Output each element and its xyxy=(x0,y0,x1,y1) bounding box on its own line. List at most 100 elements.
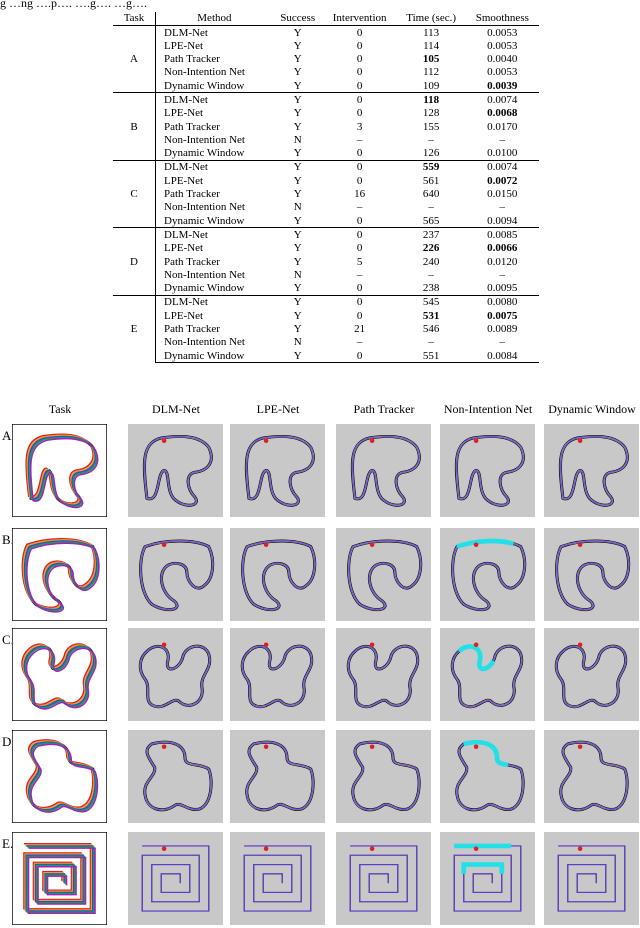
header-intervention: Intervention xyxy=(322,12,397,26)
trajectory-image xyxy=(230,628,325,721)
method-cell: Dynamic Window xyxy=(164,79,245,92)
smooth-cell: 0.0040 xyxy=(487,53,518,66)
trajectory-image xyxy=(336,628,431,721)
start-marker xyxy=(263,438,269,443)
start-marker xyxy=(473,744,479,749)
method-cell: Path Tracker xyxy=(164,120,220,133)
trajectory-panel xyxy=(544,424,639,517)
figure-row-label: B. xyxy=(2,532,14,547)
intervention-cell: 0 xyxy=(322,349,397,364)
time-cell: 561 xyxy=(422,174,440,187)
smooth-cell: 0.0094 xyxy=(487,214,518,227)
task-map-image xyxy=(12,628,107,721)
task-map-image xyxy=(12,528,107,621)
trajectory-panel xyxy=(440,424,535,517)
method-cell: Non-Intention Net xyxy=(164,268,245,281)
smooth-cell: 0.0095 xyxy=(487,282,518,295)
success-cell: Y xyxy=(293,214,302,227)
time-cell: 545 xyxy=(396,294,466,310)
smooth-cell: 0.0150 xyxy=(487,188,518,201)
success-cell: Y xyxy=(272,159,323,175)
intervention-cell: 0 xyxy=(322,25,397,40)
smooth-cell: – xyxy=(499,336,506,349)
trajectory-panel xyxy=(544,628,639,721)
intervention-cell: 0 xyxy=(356,66,363,79)
start-marker xyxy=(161,744,167,749)
start-marker xyxy=(161,846,167,851)
trajectory-image xyxy=(128,730,223,823)
header-smoothness: Smoothness xyxy=(465,12,539,26)
smooth-cell: 0.0068 xyxy=(487,107,518,120)
table-header-row: Task Method Success Intervention Time (s… xyxy=(113,12,539,26)
trajectory-panel xyxy=(544,528,639,621)
start-marker xyxy=(263,744,269,749)
trajectory-panel xyxy=(128,832,223,925)
intervention-cell: – xyxy=(356,268,363,281)
trajectory-image xyxy=(544,628,639,721)
start-marker xyxy=(473,846,479,851)
trajectory-panel xyxy=(440,528,535,621)
method-cell: LPE-Net xyxy=(164,242,204,255)
time-cell: 237 xyxy=(396,227,466,242)
trajectory-image xyxy=(440,528,535,621)
trajectory-image xyxy=(544,528,639,621)
method-cell: Non-Intention Net xyxy=(164,336,245,349)
smooth-cell: 0.0053 xyxy=(465,25,539,40)
time-cell: 126 xyxy=(422,147,440,160)
time-cell: – xyxy=(428,268,434,281)
trajectory-image xyxy=(544,730,639,823)
method-cell: Dynamic Window xyxy=(155,349,273,364)
trajectory-panel xyxy=(128,730,223,823)
trajectory-panel xyxy=(336,628,431,721)
time-cell: – xyxy=(428,133,434,146)
success-cell: Y xyxy=(272,349,323,364)
intervention-cell: 0 xyxy=(356,79,363,92)
trajectory-panel xyxy=(230,424,325,517)
success-cell: Y xyxy=(293,174,302,187)
start-marker xyxy=(369,744,375,749)
figure-column-header: Dynamic Window xyxy=(548,402,636,416)
task-map xyxy=(12,730,107,823)
time-cell: 546 xyxy=(422,323,440,336)
start-marker xyxy=(369,542,375,547)
smooth-cell: 0.0170 xyxy=(487,120,518,133)
smooth-cell: 0.0039 xyxy=(487,79,518,92)
intervention-cell: 0 xyxy=(322,159,397,175)
trajectory-panel xyxy=(336,528,431,621)
figure-row-label: E. xyxy=(2,836,14,851)
method-cell: DLM-Net xyxy=(155,92,273,107)
figure-column-header: Task xyxy=(48,402,72,416)
trajectory-image xyxy=(128,528,223,621)
trajectory-image xyxy=(440,424,535,517)
success-cell: Y xyxy=(272,227,323,242)
smooth-cell: 0.0053 xyxy=(487,39,518,52)
method-cell: LPE-Net xyxy=(164,174,204,187)
start-marker xyxy=(473,542,479,547)
intervention-cell: 0 xyxy=(356,242,363,255)
time-cell: 238 xyxy=(422,282,440,295)
method-cell: DLM-Net xyxy=(155,159,273,175)
success-cell: N xyxy=(293,268,302,281)
intervention-cell: – xyxy=(356,201,363,214)
trajectory-panel xyxy=(230,628,325,721)
intervention-cell: 3 xyxy=(356,120,363,133)
trajectory-image xyxy=(230,528,325,621)
method-cell: Path Tracker xyxy=(164,188,220,201)
trajectory-panel xyxy=(544,730,639,823)
trajectory-panel xyxy=(128,628,223,721)
task-map-image xyxy=(12,730,107,823)
trajectory-image xyxy=(440,832,535,925)
intervention-cell: 0 xyxy=(322,92,397,107)
start-marker xyxy=(161,642,167,647)
